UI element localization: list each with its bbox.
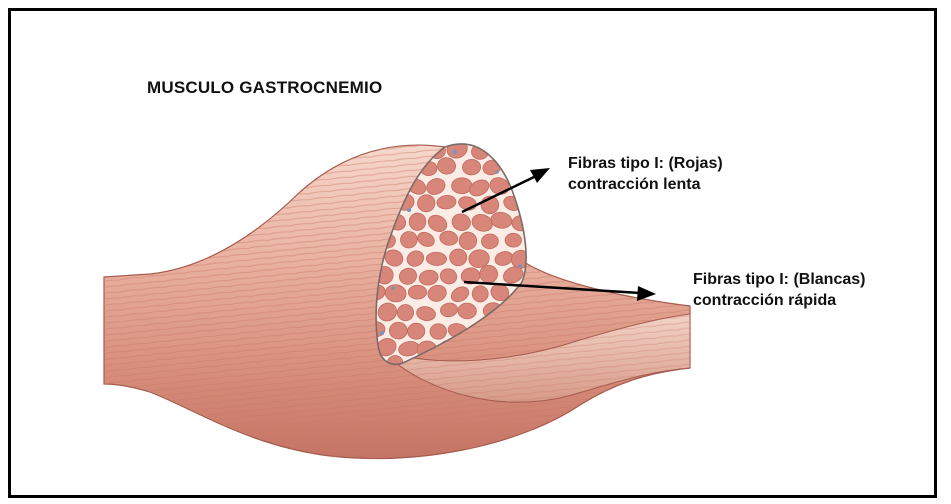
arrow-right-icon	[637, 286, 656, 301]
arrow-right-icon	[530, 168, 550, 183]
callout-white-line2: contracción rápida	[693, 290, 865, 311]
figure-title: MUSCULO GASTROCNEMIO	[147, 78, 382, 98]
muscle-fascicle	[493, 140, 511, 159]
muscle-fascicle	[458, 303, 477, 319]
muscle-fascicle	[505, 233, 522, 247]
callout-red-line2: contracción lenta	[568, 174, 723, 195]
muscle-fascicle	[451, 177, 472, 194]
muscle-fascicle	[511, 141, 532, 159]
muscle-fascicle	[426, 252, 447, 266]
muscle-fascicle	[389, 322, 407, 339]
muscle-fascicle	[408, 285, 427, 299]
callout-white-fibers: Fibras tipo I: (Blancas) contracción ráp…	[693, 269, 865, 311]
muscle-fascicle	[450, 249, 467, 266]
callout-red-fibers: Fibras tipo I: (Rojas) contracción lenta	[568, 153, 723, 195]
callout-white-line1: Fibras tipo I: (Blancas)	[693, 269, 865, 290]
callout-red-line1: Fibras tipo I: (Rojas)	[568, 153, 723, 174]
